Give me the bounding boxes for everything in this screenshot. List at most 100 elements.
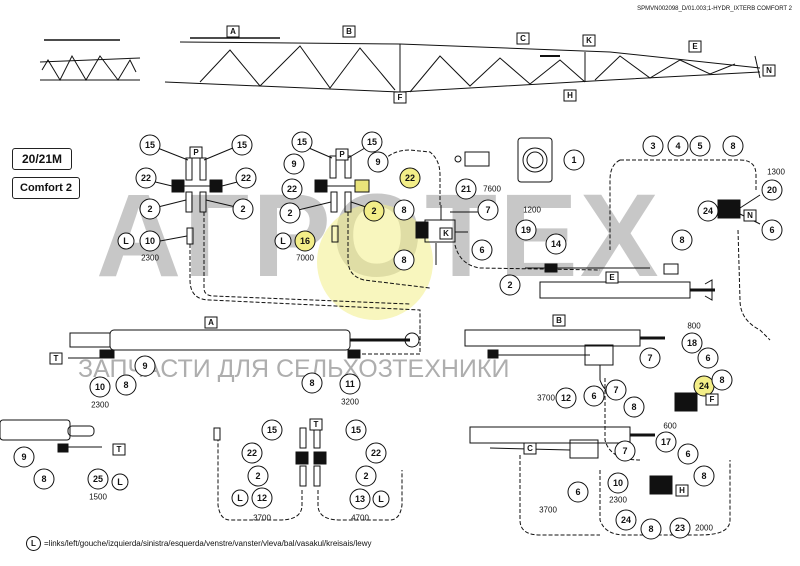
callout-5: [689, 135, 711, 157]
svg-text:5: 5: [697, 141, 702, 151]
callout-7: [639, 347, 661, 369]
svg-text:B: B: [556, 316, 562, 325]
svg-text:H: H: [679, 486, 685, 495]
svg-text:3700: 3700: [539, 506, 557, 515]
callout-21: [455, 178, 477, 200]
cylinder-e: [525, 263, 715, 301]
svg-text:6: 6: [591, 391, 596, 401]
svg-text:22: 22: [247, 448, 257, 458]
svg-text:12: 12: [257, 493, 267, 503]
svg-text:C: C: [520, 34, 526, 43]
svg-text:4: 4: [675, 141, 680, 151]
svg-text:P: P: [339, 150, 345, 159]
gear-watermark-icon: [317, 204, 433, 320]
svg-text:N: N: [747, 211, 753, 220]
group-p-middle: [289, 144, 441, 289]
svg-text:4700: 4700: [351, 514, 369, 523]
svg-text:T: T: [314, 420, 319, 429]
svg-text:22: 22: [371, 448, 381, 458]
callout-10: [139, 230, 161, 252]
svg-text:N: N: [766, 66, 772, 75]
callout-2: [139, 198, 161, 220]
boom-overview: [39, 37, 761, 93]
callout-16: [294, 230, 316, 252]
svg-text:22: 22: [405, 173, 415, 183]
svg-text:1500: 1500: [89, 493, 107, 502]
svg-text:600: 600: [663, 422, 677, 431]
callout-7: [477, 199, 499, 221]
svg-text:15: 15: [237, 140, 247, 150]
callout-22: [241, 442, 263, 464]
svg-text:19: 19: [521, 225, 531, 235]
svg-text:3700: 3700: [253, 514, 271, 523]
callout-17: [655, 431, 677, 453]
callout-12: [251, 487, 273, 509]
svg-text:15: 15: [145, 140, 155, 150]
callout-10: [607, 472, 629, 494]
callout-19: [515, 219, 537, 241]
callout-2: [499, 274, 521, 296]
svg-text:6: 6: [705, 353, 710, 363]
callout-l: [274, 232, 292, 250]
callout-25: [87, 468, 109, 490]
svg-text:L: L: [280, 236, 286, 246]
callout-2: [232, 198, 254, 220]
callout-l: [231, 489, 249, 507]
callout-23: [669, 517, 691, 539]
group-t-bottom: [213, 427, 403, 521]
callout-15: [231, 134, 253, 156]
callout-9: [367, 151, 389, 173]
svg-text:22: 22: [287, 184, 297, 194]
svg-text:24: 24: [621, 515, 631, 525]
svg-text:3: 3: [650, 141, 655, 151]
svg-text:2: 2: [507, 280, 512, 290]
callout-6: [677, 443, 699, 465]
svg-text:1: 1: [571, 155, 576, 165]
callout-9: [13, 446, 35, 468]
svg-text:22: 22: [141, 173, 151, 183]
svg-text:10: 10: [613, 478, 623, 488]
model-label: 20/21M: [12, 148, 72, 170]
callout-9: [134, 355, 156, 377]
callout-8: [33, 468, 55, 490]
svg-text:20: 20: [767, 185, 777, 195]
svg-text:8: 8: [679, 235, 684, 245]
svg-text:P: P: [193, 148, 199, 157]
svg-text:8: 8: [401, 255, 406, 265]
svg-text:14: 14: [551, 239, 561, 249]
callout-2: [247, 465, 269, 487]
callout-numbers: 15 15 22 22 2 2 10 15 15 9 9 22 22 2 2 1…: [21, 137, 777, 534]
cylinder-a: [68, 329, 421, 359]
callout-11: [339, 373, 361, 395]
callout-2: [363, 200, 385, 222]
svg-text:15: 15: [297, 137, 307, 147]
svg-text:L: L: [237, 493, 243, 503]
svg-text:22: 22: [241, 173, 251, 183]
svg-text:6: 6: [685, 449, 690, 459]
svg-text:11: 11: [345, 379, 355, 389]
svg-text:L: L: [123, 236, 129, 246]
svg-text:6: 6: [769, 225, 774, 235]
svg-text:7: 7: [485, 205, 490, 215]
svg-text:25: 25: [93, 474, 103, 484]
svg-text:8: 8: [719, 375, 724, 385]
callout-8: [115, 374, 137, 396]
svg-text:10: 10: [145, 236, 155, 246]
svg-text:F: F: [398, 93, 403, 102]
callout-10: [89, 376, 111, 398]
callout-8: [711, 369, 733, 391]
svg-text:10: 10: [95, 382, 105, 392]
svg-text:12: 12: [561, 393, 571, 403]
svg-text:15: 15: [267, 425, 277, 435]
svg-text:2000: 2000: [695, 524, 713, 533]
electric-switch: [454, 137, 553, 183]
callout-15: [261, 419, 283, 441]
callout-8: [693, 465, 715, 487]
svg-text:L: L: [378, 494, 384, 504]
callout-6: [583, 385, 605, 407]
callout-8: [671, 229, 693, 251]
callout-6: [471, 239, 493, 261]
callout-6: [761, 219, 783, 241]
callout-6: [393, 199, 415, 221]
